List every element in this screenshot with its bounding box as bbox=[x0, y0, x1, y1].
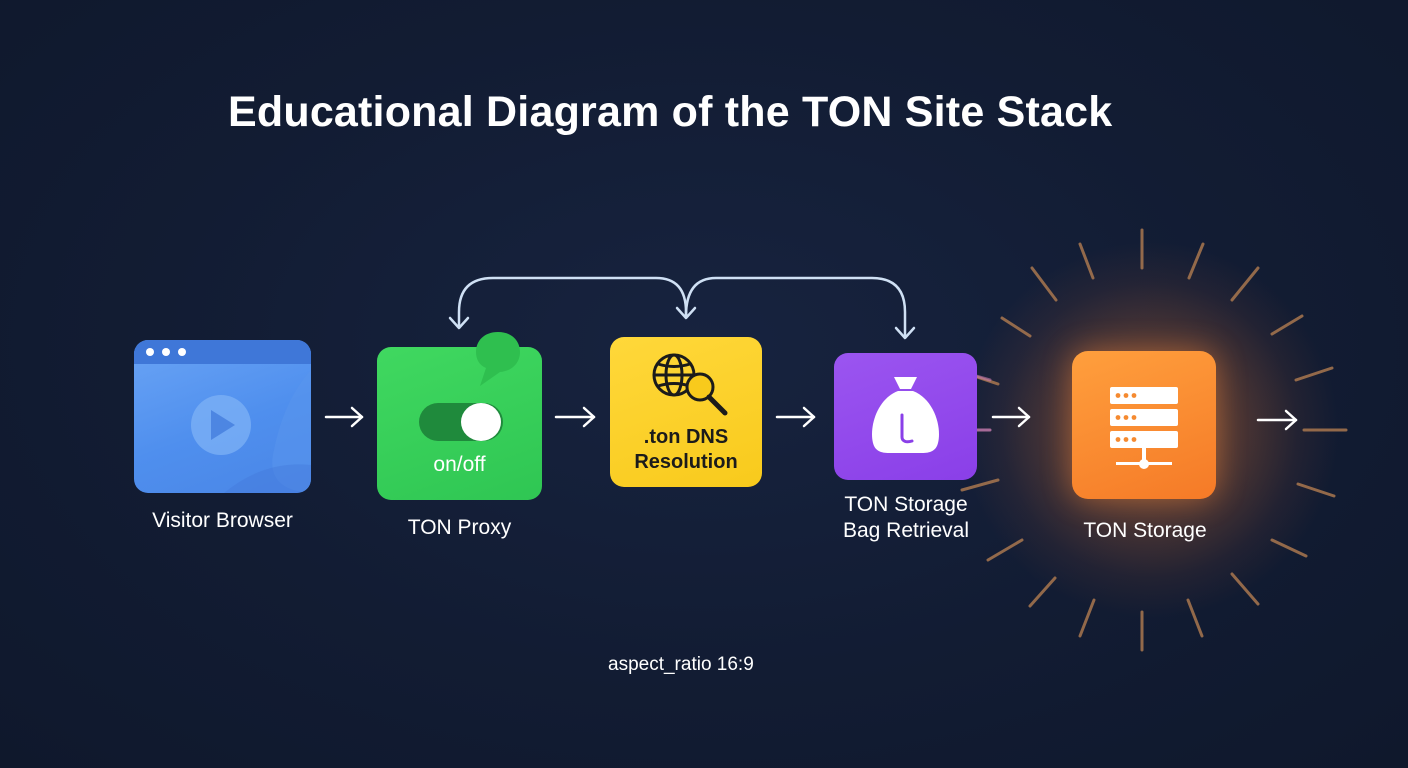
browser-window-icon bbox=[191, 370, 311, 493]
ton-proxy-label: TON Proxy bbox=[407, 516, 512, 539]
proxy-toggle-text: on/off bbox=[433, 453, 486, 476]
arrow-browser-to-proxy bbox=[324, 406, 364, 428]
ton-storage-node bbox=[1072, 351, 1216, 499]
arrow-dns-to-bag bbox=[775, 406, 816, 428]
globe-search-icon bbox=[652, 353, 728, 416]
bag-retrieval-label: TON Storage Bag Retrieval bbox=[820, 492, 992, 544]
dns-text-line2: Resolution bbox=[634, 451, 738, 473]
toggle-knob bbox=[461, 403, 501, 441]
aspect-ratio-caption: aspect_ratio 16:9 bbox=[608, 654, 754, 675]
window-dot bbox=[178, 348, 186, 356]
server-rack-icon bbox=[1110, 387, 1178, 469]
diagram-title: Educational Diagram of the TON Site Stac… bbox=[228, 88, 1113, 136]
arrow-bag-to-storage bbox=[991, 406, 1031, 428]
dns-text: .ton DNS Resolution bbox=[610, 425, 762, 475]
toggle-switch-icon bbox=[419, 403, 503, 441]
bag-label-line1: TON Storage bbox=[844, 493, 968, 516]
money-bag-icon bbox=[872, 377, 939, 453]
arrow-storage-out bbox=[1256, 409, 1298, 431]
ton-dns-node: .ton DNS Resolution bbox=[610, 337, 762, 487]
arrow-proxy-to-dns bbox=[554, 406, 596, 428]
play-icon bbox=[211, 410, 235, 440]
ton-proxy-node: on/off bbox=[377, 347, 542, 500]
window-dot bbox=[162, 348, 170, 356]
flow-arrows bbox=[324, 406, 1298, 431]
ton-storage-label: TON Storage bbox=[1083, 519, 1207, 542]
speech-bubble-icon bbox=[476, 332, 520, 386]
visitor-browser-node bbox=[134, 340, 311, 493]
dns-text-line1: .ton DNS bbox=[643, 426, 729, 448]
lookup-connectors bbox=[448, 276, 916, 340]
window-dot bbox=[146, 348, 154, 356]
bag-label-line2: Bag Retrieval bbox=[842, 519, 970, 542]
visitor-browser-label: Visitor Browser bbox=[152, 509, 293, 532]
bag-retrieval-node bbox=[834, 353, 977, 480]
